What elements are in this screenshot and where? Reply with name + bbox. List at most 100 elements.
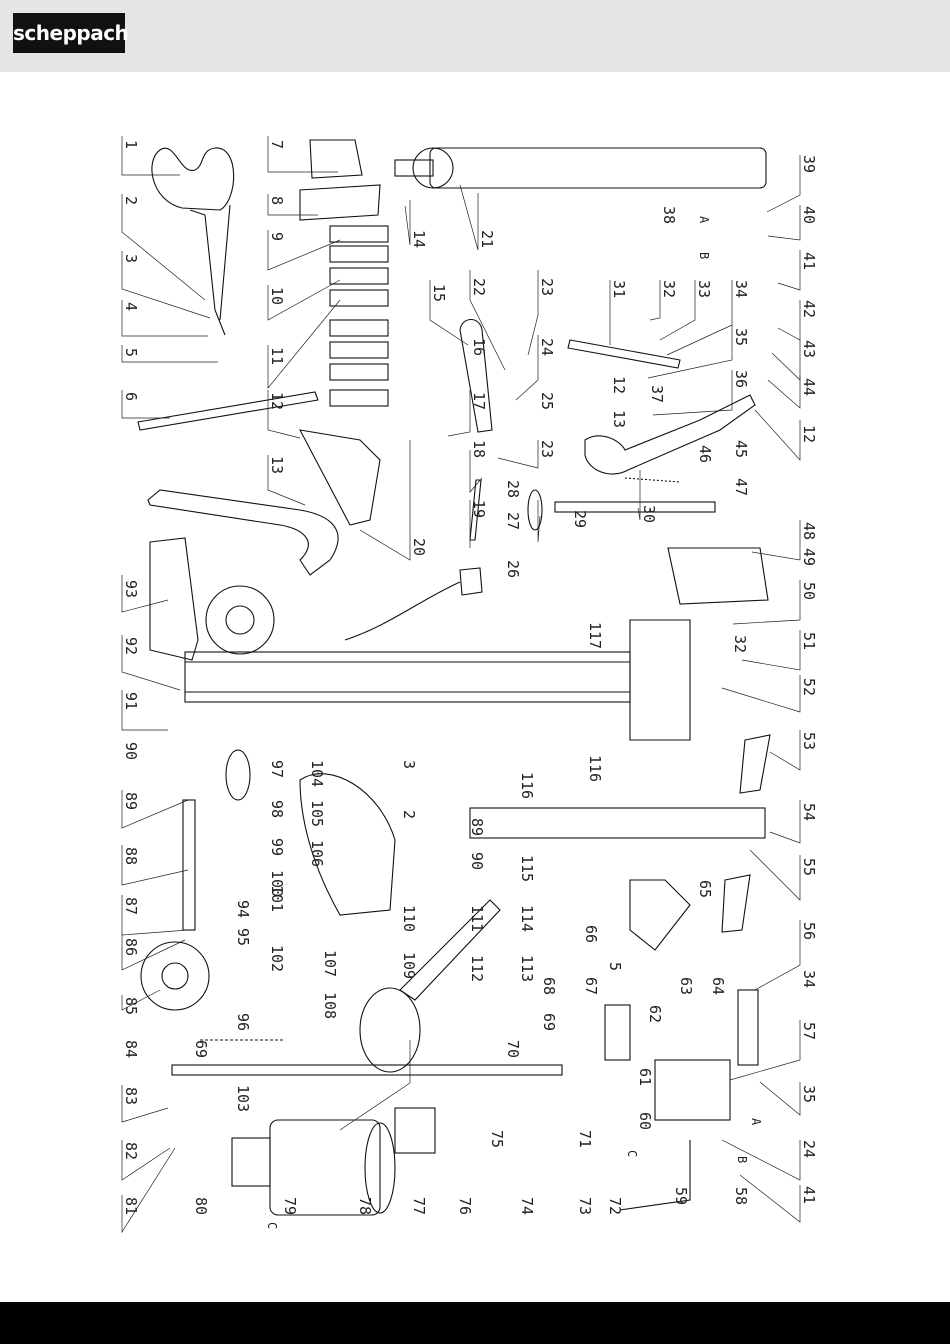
- callout-63: 63: [677, 977, 695, 995]
- callout-109: 109: [400, 952, 418, 979]
- callout-113: 113: [518, 955, 536, 982]
- callout-62: 62: [646, 1005, 664, 1023]
- callout-60: 60: [636, 1112, 654, 1130]
- callout-55: 55: [800, 858, 818, 876]
- part-disc: [527, 489, 543, 531]
- callout-66: 66: [582, 925, 600, 943]
- callout-42: 42: [800, 300, 818, 318]
- callout-87: 87: [122, 897, 140, 915]
- callout-33: 33: [695, 280, 713, 298]
- callout-44: 44: [800, 378, 818, 396]
- callout-116: 116: [586, 755, 604, 782]
- callout-104: 104: [308, 760, 326, 787]
- part-wheel-upper: [205, 585, 275, 655]
- callout-43: 43: [800, 340, 818, 358]
- mark-a-upper: A: [697, 216, 711, 224]
- callout-35: 35: [732, 328, 750, 346]
- callout-82: 82: [122, 1142, 140, 1160]
- callout-7: 7: [268, 140, 286, 149]
- callout-39: 39: [800, 155, 818, 173]
- callout-57: 57: [800, 1022, 818, 1040]
- part-grip-lower: [721, 874, 751, 933]
- mark-a-lower: A: [749, 1118, 763, 1126]
- callout-68: 68: [540, 977, 558, 995]
- part-clamp: [629, 879, 691, 951]
- callout-18: 18: [470, 440, 488, 458]
- callout-92: 92: [122, 637, 140, 655]
- callout-76: 76: [456, 1197, 474, 1215]
- callout-23: 23: [538, 278, 556, 296]
- callout-73: 73: [576, 1197, 594, 1215]
- callout-51: 51: [800, 632, 818, 650]
- part-slide-plate: [567, 339, 681, 369]
- callout-69: 69: [192, 1040, 210, 1058]
- part-column-tube: [469, 807, 766, 839]
- callout-2: 2: [122, 196, 140, 205]
- brand-logo: scheppach: [13, 13, 129, 53]
- callout-24: 24: [538, 338, 556, 356]
- callout-10: 10: [268, 287, 286, 305]
- callout-105: 105: [308, 800, 326, 827]
- callout-116b: 116: [518, 772, 536, 799]
- callout-69b: 69: [540, 1013, 558, 1031]
- callout-32: 32: [660, 280, 678, 298]
- callout-32b: 32: [731, 635, 749, 653]
- callout-12b: 12: [610, 376, 628, 394]
- callout-3: 3: [122, 254, 140, 263]
- callout-56: 56: [800, 922, 818, 940]
- callout-19: 19: [470, 500, 488, 518]
- callout-80: 80: [192, 1197, 210, 1215]
- leader-lines: [121, 136, 801, 1234]
- callout-53: 53: [800, 732, 818, 750]
- callout-34: 34: [732, 280, 750, 298]
- callout-79: 79: [281, 1197, 299, 1215]
- callout-74: 74: [518, 1197, 536, 1215]
- part-support-plate: [299, 773, 396, 916]
- callout-61: 61: [636, 1068, 654, 1086]
- callout-83: 83: [122, 1087, 140, 1105]
- part-long-bar: [171, 1064, 563, 1076]
- callout-91: 91: [122, 692, 140, 710]
- callout-29: 29: [571, 510, 589, 528]
- callout-13: 13: [268, 456, 286, 474]
- callout-41b: 41: [800, 1186, 818, 1204]
- callout-78: 78: [356, 1197, 374, 1215]
- callout-23b: 23: [538, 440, 556, 458]
- callout-94: 94: [234, 900, 252, 918]
- part-handle: [151, 147, 235, 336]
- callout-17: 17: [470, 392, 488, 410]
- callout-95: 95: [234, 928, 252, 946]
- callout-90b: 90: [122, 742, 140, 760]
- part-arm-lever: [584, 394, 756, 475]
- header-bar: scheppach: [0, 0, 950, 72]
- callout-14: 14: [410, 230, 428, 248]
- callout-12c: 12: [800, 425, 818, 443]
- callout-54: 54: [800, 803, 818, 821]
- callout-71: 71: [576, 1130, 594, 1148]
- footer-bar: [0, 1302, 950, 1344]
- part-rod: [469, 479, 482, 541]
- part-axle: [182, 799, 196, 931]
- callout-90: 90: [468, 852, 486, 870]
- callout-16: 16: [470, 338, 488, 356]
- callout-111: 111: [468, 905, 486, 932]
- callout-65: 65: [696, 880, 714, 898]
- callout-25: 25: [538, 392, 556, 410]
- callout-110: 110: [400, 905, 418, 932]
- callout-47: 47: [732, 478, 750, 496]
- callout-13b: 13: [610, 410, 628, 428]
- callout-59: 59: [672, 1187, 690, 1205]
- callout-20: 20: [410, 538, 428, 556]
- callout-107: 107: [321, 950, 339, 977]
- part-rack-strip: [137, 391, 319, 431]
- callout-5: 5: [122, 348, 140, 357]
- callout-37: 37: [648, 385, 666, 403]
- mark-b-upper: B: [697, 252, 711, 259]
- callout-30: 30: [640, 505, 658, 523]
- callout-15: 15: [430, 284, 448, 302]
- callout-21: 21: [478, 230, 496, 248]
- part-grip: [739, 734, 771, 794]
- callout-103: 103: [234, 1085, 252, 1112]
- callout-117: 117: [586, 622, 604, 649]
- callout-70: 70: [504, 1040, 522, 1058]
